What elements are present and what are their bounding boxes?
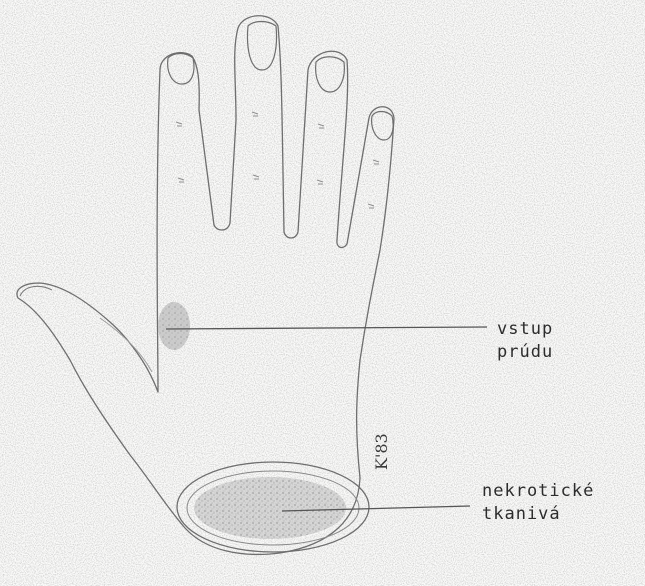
label-entry-line1: vstup: [497, 318, 553, 340]
artist-signature: K'83: [372, 433, 391, 470]
label-necrotic-line1: nekrotické: [482, 480, 594, 502]
current-entry-mark: [158, 302, 190, 350]
label-necrotic-line2: tkanivá: [482, 503, 561, 525]
label-entry-line2: prúdu: [497, 341, 553, 363]
